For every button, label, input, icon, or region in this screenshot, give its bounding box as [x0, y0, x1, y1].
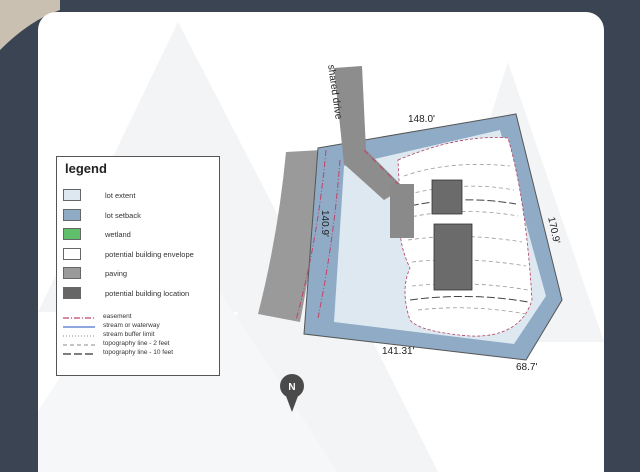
building-small — [431, 179, 463, 215]
dimension-bottom-right: 68.7' — [516, 362, 538, 373]
legend-line-topo-10: topography line - 10 feet — [63, 349, 174, 356]
north-label: N — [288, 382, 295, 393]
legend-item-wetland: wetland — [63, 226, 218, 246]
legend-title: legend — [65, 161, 107, 176]
legend-item-paving: paving — [63, 265, 218, 285]
swatch-building-location — [63, 286, 81, 299]
legend-item-building-location: potential building location — [63, 285, 218, 305]
swatch-lot-setback — [63, 208, 81, 221]
legend-line-topo-2: topography line - 2 feet — [63, 340, 170, 347]
swatch-lot-extent — [63, 189, 81, 201]
garage-paving — [390, 184, 414, 238]
legend-items: lot extent lot setback wetland potential… — [63, 187, 218, 304]
building-main — [433, 223, 473, 291]
swatch-building-envelope — [63, 247, 81, 260]
site-plan: N — [258, 66, 563, 412]
paving-road — [258, 150, 322, 322]
legend-panel: legend lot extent lot setback wetland po… — [56, 156, 220, 376]
legend-lines: easement stream or waterway stream buffe… — [63, 313, 218, 358]
legend-line-stream-buffer: stream buffer limit — [63, 331, 155, 338]
page-frame: N shared drive 148.0' 170.9' 140.9' 141.… — [0, 0, 604, 472]
legend-item-lot-setback: lot setback — [63, 207, 218, 227]
legend-item-lot-extent: lot extent — [63, 187, 218, 207]
dimension-bottom: 141.31' — [382, 346, 415, 357]
easement-lines — [295, 149, 405, 321]
legend-item-building-envelope: potential building envelope — [63, 246, 218, 266]
corner-decoration — [0, 0, 60, 50]
legend-line-easement: easement — [63, 313, 132, 320]
dimension-top: 148.0' — [408, 114, 435, 125]
swatch-wetland — [63, 228, 81, 240]
dimension-left: 140.9' — [319, 210, 330, 237]
north-arrow-icon: N — [280, 374, 304, 412]
legend-line-stream: stream or waterway — [63, 322, 160, 329]
swatch-paving — [63, 267, 81, 279]
shared-drive — [334, 66, 404, 200]
